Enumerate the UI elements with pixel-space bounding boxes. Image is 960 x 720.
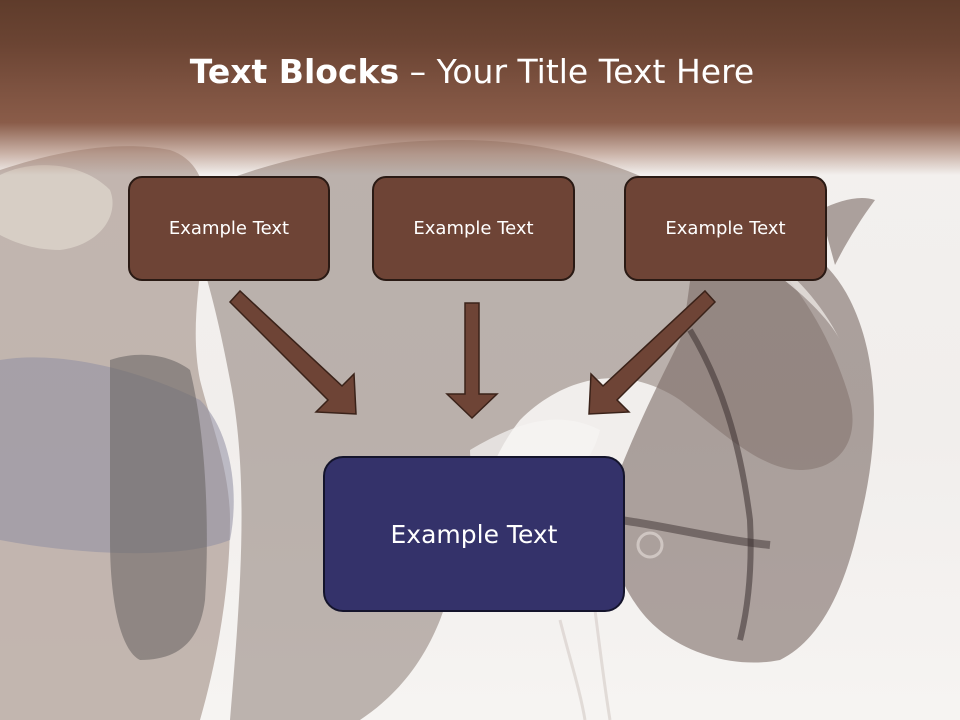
title-bold-text: Text Blocks	[189, 52, 400, 91]
target-text-block-label: Example Text	[390, 519, 558, 549]
arrow-right-diagonal	[588, 289, 717, 415]
text-block-2-label: Example Text	[413, 218, 534, 239]
text-block-3-label: Example Text	[665, 218, 786, 239]
title-dash: –	[399, 52, 437, 91]
arrow-center-down	[445, 302, 499, 420]
target-text-block[interactable]: Example Text	[323, 456, 625, 612]
text-block-1[interactable]: Example Text	[128, 176, 330, 281]
title-bar	[0, 0, 960, 175]
text-block-1-label: Example Text	[168, 218, 290, 239]
text-block-3[interactable]: Example Text	[624, 176, 827, 281]
slide-title: Text Blocks – Your Title Text Here	[0, 52, 944, 91]
arrow-left-diagonal	[228, 289, 357, 415]
title-rest-text: Your Title Text Here	[436, 52, 755, 91]
text-block-2[interactable]: Example Text	[372, 176, 575, 281]
